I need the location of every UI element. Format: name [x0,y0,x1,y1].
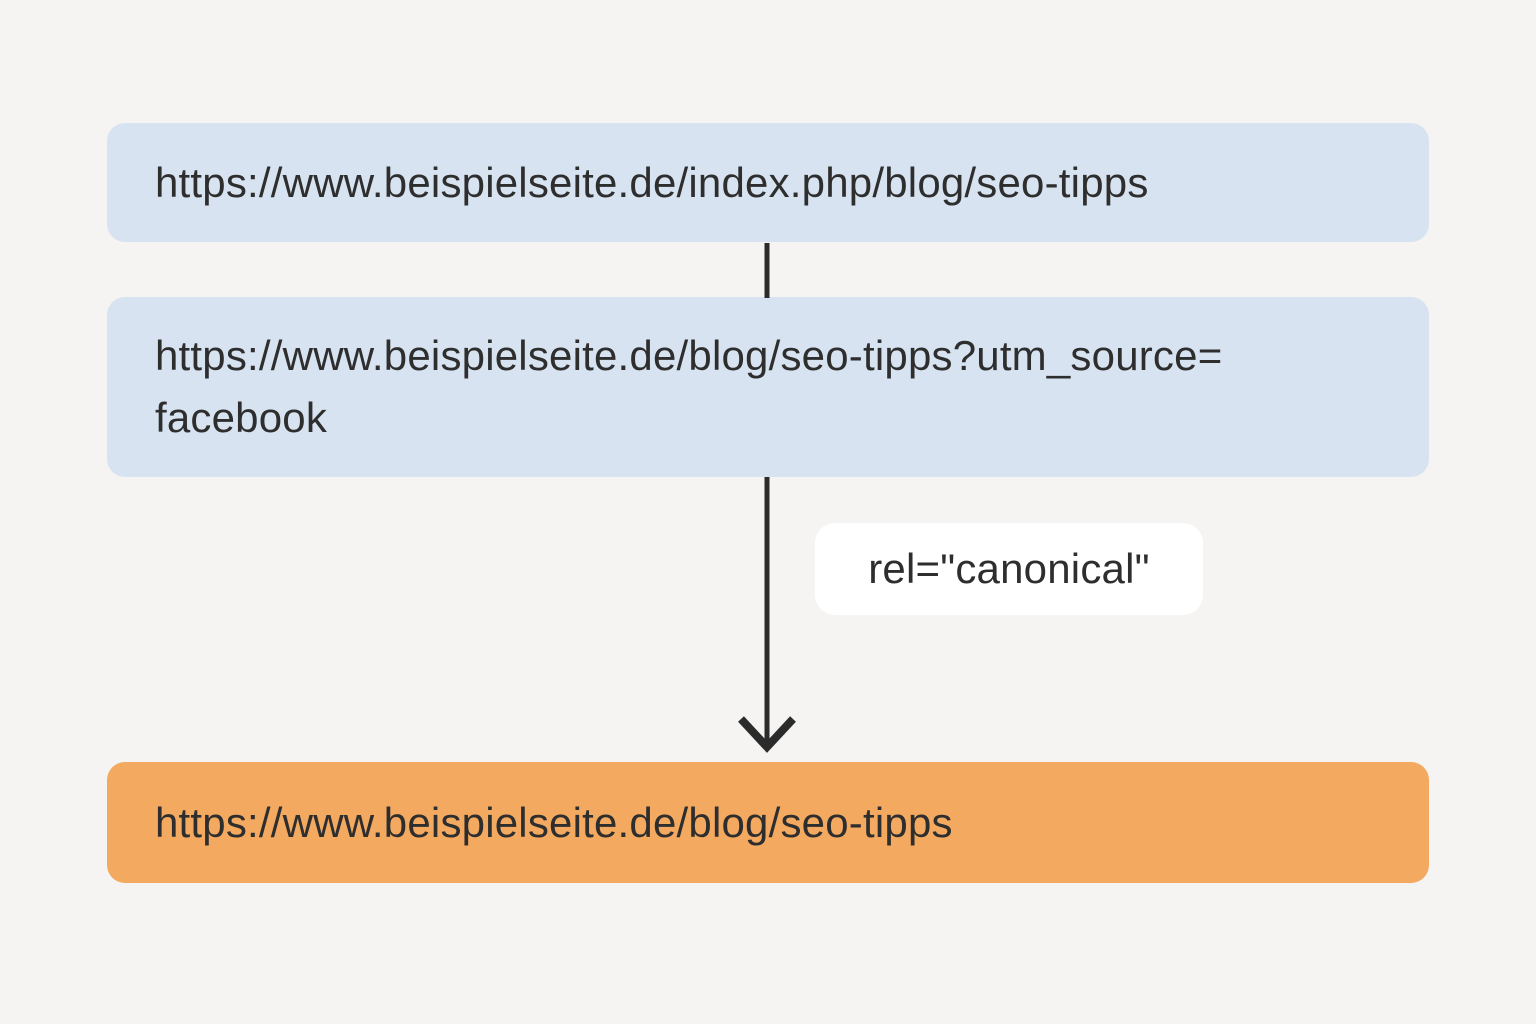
url-text-canonical: https://www.beispielseite.de/blog/seo-ti… [155,798,953,846]
rel-canonical-label-text: rel="canonical" [868,545,1150,592]
url-box-duplicate-index-php: https://www.beispielseite.de/index.php/b… [107,123,1429,242]
url-text-duplicate-index-php: https://www.beispielseite.de/index.php/b… [155,158,1149,206]
url-text-duplicate-utm-line-2: facebook [155,394,328,441]
rel-canonical-label: rel="canonical" [815,523,1203,615]
arrow-head-icon [738,716,796,753]
url-text-duplicate-utm-line-1: https://www.beispielseite.de/blog/seo-ti… [155,332,1223,379]
url-box-duplicate-utm-source: https://www.beispielseite.de/blog/seo-ti… [107,297,1429,477]
url-box-canonical: https://www.beispielseite.de/blog/seo-ti… [107,762,1429,883]
